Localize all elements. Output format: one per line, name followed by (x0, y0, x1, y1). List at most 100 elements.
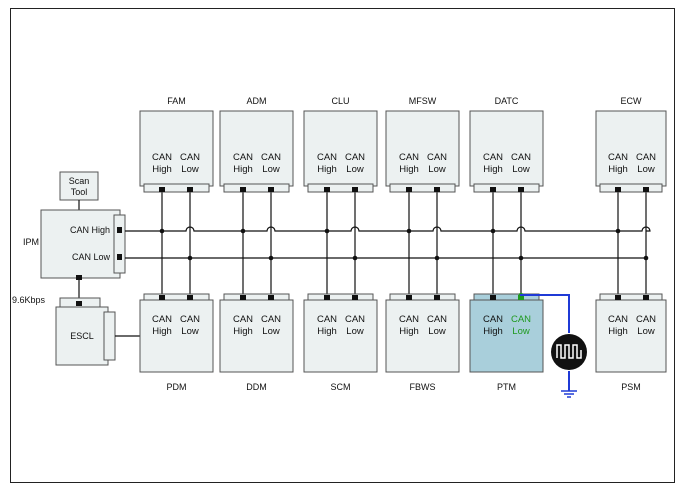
can-low-pin-label: CAN (636, 152, 656, 163)
module-name-label: PTM (497, 382, 516, 392)
can-low-junction (518, 255, 524, 261)
can-high-pin-label: CAN (483, 152, 503, 163)
can-high-pin-label: High (317, 326, 337, 337)
can-high-pin-label: High (608, 326, 628, 337)
can-low-pin-label: Low (346, 326, 364, 337)
probe-group (520, 294, 587, 398)
can-high-pin-label: High (483, 326, 503, 337)
can-high-bus (125, 226, 651, 232)
can-high-pin-label: CAN (233, 314, 253, 325)
probe-wire (520, 294, 570, 333)
escl-module: ESCL (55, 297, 116, 366)
can-high-pin-label: CAN (233, 152, 253, 163)
scan-tool: Scan Tool (59, 171, 99, 201)
can-low-pin-label: Low (512, 164, 530, 175)
can-low-pin-label: CAN (180, 314, 200, 325)
can-high-pin-label: High (233, 326, 253, 337)
module-name-label: ECW (621, 96, 643, 106)
can-high-pin-label: CAN (152, 152, 172, 163)
can-low-junction (187, 255, 193, 261)
module-name-label: PSM (621, 382, 641, 392)
can-high-junction (615, 228, 621, 234)
scan-tool-label-line1: Scan (69, 176, 90, 186)
can-high-junction (240, 228, 246, 234)
can-high-pin-label: High (483, 164, 503, 175)
diagram-frame (10, 8, 675, 483)
ipm-can-low-label: CAN Low (72, 252, 111, 262)
can-low-pin-label: Low (637, 164, 655, 175)
can-low-pin-label: Low (181, 326, 199, 337)
can-high-pin-label: High (399, 164, 419, 175)
can-low-pin-label: CAN (427, 314, 447, 325)
can-high-pin-label: High (152, 326, 172, 337)
can-high-pin-label: High (399, 326, 419, 337)
can-low-pin-label: Low (262, 164, 280, 175)
can-low-pin-label: Low (428, 326, 446, 337)
module-name-label: CLU (331, 96, 349, 106)
can-high-pin-label: High (152, 164, 172, 175)
can-high-pin-label: CAN (483, 314, 503, 325)
can-low-pin-label: Low (512, 326, 530, 337)
can-low-junction (643, 255, 649, 261)
module-name-label: DATC (495, 96, 519, 106)
can-low-pin-label: CAN (511, 152, 531, 163)
can-low-pin-label: CAN (427, 152, 447, 163)
can-low-pin-label: CAN (345, 314, 365, 325)
escl-baud-label: 9.6Kbps (12, 295, 46, 305)
can-low-junction (434, 255, 440, 261)
can-low-pin-label: CAN (345, 152, 365, 163)
can-low-pin-label: CAN (261, 152, 281, 163)
can-high-pin-label: High (608, 164, 628, 175)
can-high-junction (406, 228, 412, 234)
can-bus-lines (125, 188, 651, 294)
module-name-label: FBWS (410, 382, 436, 392)
module-name-label: PDM (167, 382, 187, 392)
ecu-modules: FAMCANHighCANLowADMCANHighCANLowCLUCANHi… (139, 96, 667, 392)
module-name-label: DDM (246, 382, 267, 392)
can-low-pin-label: Low (428, 164, 446, 175)
can-low-pin-label: Low (262, 326, 280, 337)
can-high-pin-label: CAN (399, 314, 419, 325)
can-low-pin-label: CAN (180, 152, 200, 163)
module-name-label: FAM (167, 96, 186, 106)
can-high-pin-label: CAN (317, 314, 337, 325)
can-low-pin-label: CAN (511, 314, 531, 325)
ground-icon (561, 390, 577, 398)
can-low-junction (268, 255, 274, 261)
can-low-pin-label: Low (181, 164, 199, 175)
module-name-label: ADM (247, 96, 267, 106)
can-low-pin-label: CAN (261, 314, 281, 325)
module-name-label: SCM (331, 382, 351, 392)
escl-label: ESCL (70, 331, 94, 341)
can-high-junction (490, 228, 496, 234)
can-high-pin-label: CAN (608, 152, 628, 163)
can-high-pin-label: High (233, 164, 253, 175)
can-high-pin-label: CAN (608, 314, 628, 325)
can-low-pin-label: Low (637, 326, 655, 337)
can-high-pin-label: CAN (399, 152, 419, 163)
can-low-junction (352, 255, 358, 261)
scan-tool-label-line2: Tool (71, 187, 88, 197)
can-low-pin-label: Low (346, 164, 364, 175)
ipm-can-high-label: CAN High (70, 225, 110, 235)
ipm-label: IPM (23, 237, 39, 247)
module-name-label: MFSW (409, 96, 437, 106)
oscilloscope-icon (551, 334, 587, 370)
can-low-pin-label: CAN (636, 314, 656, 325)
can-high-pin-label: CAN (152, 314, 172, 325)
can-high-pin-label: High (317, 164, 337, 175)
can-high-junction (324, 228, 330, 234)
